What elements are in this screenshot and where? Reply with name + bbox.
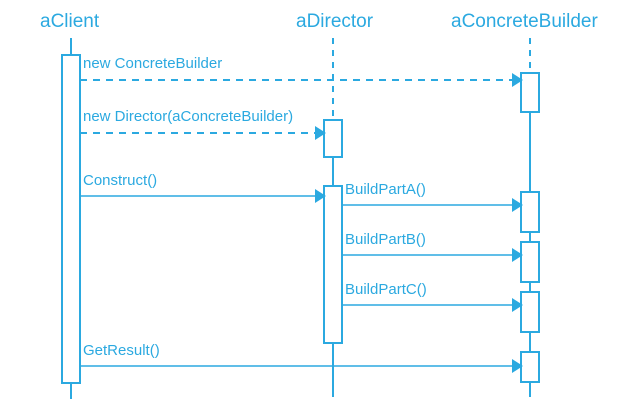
message-label-build-part-b: BuildPartB()	[345, 231, 426, 248]
activation-bar-builder-partc[interactable]	[520, 291, 540, 333]
activation-bar-builder-getresult[interactable]	[520, 351, 540, 383]
message-label-construct: Construct()	[83, 172, 157, 189]
lifeline-label-adirector: aDirector	[296, 11, 374, 32]
activation-bar-builder-partb[interactable]	[520, 241, 540, 283]
activation-bar-adirector-1[interactable]	[323, 119, 343, 158]
lifeline-aclient[interactable]: aClient	[40, 11, 100, 399]
activation-bar-builder-parta[interactable]	[520, 191, 540, 233]
message-build-part-a[interactable]: BuildPartA()	[342, 181, 523, 212]
lifeline-aconcretebuilder[interactable]: aConcreteBuilder	[451, 11, 598, 397]
message-label-get-result: GetResult()	[83, 342, 160, 359]
message-new-director[interactable]: new Director(aConcreteBuilder)	[80, 108, 326, 140]
message-arrowhead-build-part-a	[512, 198, 523, 212]
message-get-result[interactable]: GetResult()	[80, 342, 523, 373]
message-arrowhead-construct	[315, 189, 326, 203]
lifeline-label-aconcretebuilder: aConcreteBuilder	[451, 11, 598, 32]
message-arrowhead-new-concrete-builder	[512, 73, 523, 87]
lifeline-label-aclient: aClient	[40, 11, 100, 32]
message-label-new-concrete-builder: new ConcreteBuilder	[83, 55, 222, 72]
activation-bar-builder-create[interactable]	[520, 72, 540, 113]
message-label-build-part-a: BuildPartA()	[345, 181, 426, 198]
message-arrowhead-new-director	[315, 126, 326, 140]
activation-bar-aclient[interactable]	[61, 54, 81, 384]
message-build-part-c[interactable]: BuildPartC()	[342, 281, 523, 312]
message-build-part-b[interactable]: BuildPartB()	[342, 231, 523, 262]
message-construct[interactable]: Construct()	[80, 172, 326, 203]
message-arrowhead-build-part-c	[512, 298, 523, 312]
message-new-concrete-builder[interactable]: new ConcreteBuilder	[80, 55, 523, 87]
lifeline-adirector[interactable]: aDirector	[296, 11, 374, 397]
message-arrowhead-get-result	[512, 359, 523, 373]
message-label-new-director: new Director(aConcreteBuilder)	[83, 108, 293, 125]
message-arrowhead-build-part-b	[512, 248, 523, 262]
activation-bar-adirector-2[interactable]	[323, 185, 343, 344]
message-label-build-part-c: BuildPartC()	[345, 281, 427, 298]
